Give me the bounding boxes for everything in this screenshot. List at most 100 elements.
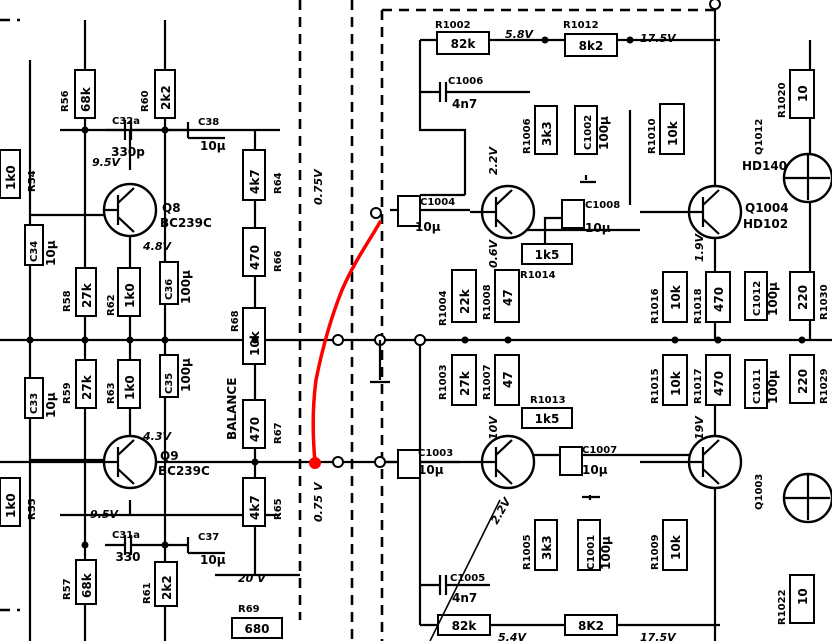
r-r1012: 8k2 R1012 [563, 20, 618, 57]
r-r64-ref: R64 [273, 172, 284, 194]
v-4-8: 4.8V [142, 240, 172, 253]
c-c32: 330p C32a [105, 116, 175, 159]
r-r1009-ref: R1009 [650, 534, 661, 570]
r-r1015-ref: R1015 [650, 368, 661, 404]
q-q1012-ref: Q1012 [754, 119, 765, 155]
r-r1007-value: 47 [501, 371, 515, 388]
r-r62: 1k0 R62 [106, 267, 141, 317]
r-r1030-value: 220 [796, 285, 810, 310]
r-r1002-ref: R1002 [435, 20, 471, 31]
c-c31-ref: C31a [112, 530, 140, 541]
v-17-5-top: 17.5V [640, 32, 677, 45]
r-bottom-8k2: 8K2 [564, 614, 618, 636]
r-r64-value: 4k7 [248, 169, 262, 194]
r-bottom-82k: 82k [437, 614, 491, 636]
r-r1014-ref: R1014 [520, 270, 556, 281]
c-c37: 10µ C37 [175, 532, 226, 567]
c-c1011-value: 100µ [766, 370, 780, 404]
r-r56-ref: R56 [60, 90, 71, 112]
q-q1011 [782, 472, 832, 524]
q-q1012-type: HD140 [742, 159, 787, 173]
r-r60-value: 2k2 [159, 85, 173, 110]
r-r1006-value: 3k3 [540, 121, 554, 146]
r-r1029: 220 R1029 [789, 354, 830, 404]
r-r67-ref: R67 [273, 422, 284, 444]
r-r63: 1k0 R63 [106, 359, 141, 409]
r-r57-value: 68k [80, 572, 94, 598]
q-q1001 [470, 434, 536, 490]
r-r1014: 1k5 R1014 [520, 243, 573, 281]
c-c34-value: 10µ [44, 240, 58, 266]
c-c1012: 100µ C1012 [744, 271, 780, 321]
r-r1020-ref: R1020 [777, 82, 788, 118]
r-r1010-value: 10k [666, 120, 680, 146]
v-0-6: 0.6V [487, 239, 500, 268]
c-c32-value: 330p [111, 145, 145, 159]
c-c1004-ref: C1004 [420, 197, 455, 208]
c-c33: 10µ C33 [24, 377, 58, 419]
voltage-labels: 9.5V 4.8V 4.3V 9.5V 20 V 0.75V 0.75 V 5.… [90, 28, 706, 641]
c-c1008-value: 10µ [585, 221, 611, 235]
r-r1018-ref: R1018 [693, 288, 704, 324]
r-r1022-ref: R1022 [777, 589, 788, 625]
r-r1009: 10k R1009 [650, 519, 688, 571]
r-r1018-value: 470 [712, 287, 726, 312]
ground-symbols [370, 175, 600, 641]
c-c37-value: 10µ [200, 553, 226, 567]
v-20: 20 V [238, 572, 267, 585]
r-r1012-value: 8k2 [579, 39, 604, 53]
r-r1010-ref: R1010 [647, 118, 658, 154]
r-r1004: 22k R1004 [438, 269, 477, 326]
r-r1015: 10k R1015 [650, 354, 688, 406]
c-c31-value: 330 [115, 550, 140, 564]
r-r66-ref: R66 [273, 250, 284, 272]
left-wires [28, 20, 257, 641]
r-r61-ref: R61 [142, 582, 153, 604]
balance-label: BALANCE [225, 378, 239, 440]
r-r59-ref: R59 [62, 382, 73, 404]
c-c1011-ref: C1011 [752, 369, 763, 404]
v-4-3: 4.3V [142, 430, 172, 443]
r-r1013-value: 1k5 [535, 412, 560, 426]
r-r59-value: 27k [80, 374, 94, 400]
r-r54: 1k0 R54 [0, 149, 38, 199]
q-q8-type: BC239C [160, 216, 212, 230]
v-19: 19V [693, 415, 706, 440]
r-r1030: 220 R1030 [789, 271, 830, 321]
c-c35-ref: C35 [164, 373, 175, 394]
r-r58: 27k R58 [62, 267, 97, 317]
q-q9: Q9 BC239C [102, 434, 210, 490]
r-r1008-ref: R1008 [482, 284, 493, 320]
r-r1015-value: 10k [669, 370, 683, 396]
r-r1017-value: 470 [712, 371, 726, 396]
r-r63-ref: R63 [106, 382, 117, 404]
r-r1022-value: 10 [796, 588, 810, 605]
r-r1008: 47 R1008 [482, 269, 520, 323]
r-r1013-ref: R1013 [530, 395, 566, 406]
r-r60: 2k2 R60 [140, 69, 176, 119]
r-r64: 4k7 R64 [242, 149, 284, 201]
r-r61: 2k2 R61 [142, 561, 178, 607]
q-q1003: Q1003 [640, 434, 765, 510]
r-r1018: 470 R1018 [693, 271, 731, 324]
r-r68-ref: R68 [230, 310, 241, 332]
c-c1006: 4n7 C1006 [420, 76, 530, 111]
q-q1004-ref: Q1004 [745, 201, 789, 215]
r-r65: 4k7 R65 [242, 477, 284, 527]
r-r67: 470 R67 [242, 399, 284, 449]
r-r69-value: 680 [244, 622, 269, 636]
r-r1030-ref: R1030 [819, 284, 830, 320]
v-5-8: 5.8V [505, 28, 534, 41]
c-c1001-value: 100µ [599, 536, 613, 570]
r-r61-value: 2k2 [160, 575, 174, 600]
r-r1016-ref: R1016 [650, 288, 661, 324]
r-r68: 10k R68 [230, 307, 266, 365]
r-r1020-value: 10 [796, 85, 810, 102]
r-r54-ref: R54 [27, 170, 38, 192]
r-r1003: 27k R1003 [438, 354, 477, 406]
r-r1016: 10k R1016 [650, 271, 688, 324]
c-c1007-value: 10µ [582, 463, 608, 477]
r-r1010: 10k R1010 [647, 103, 685, 155]
c-c1002: 100µ C1002 [574, 105, 611, 155]
c-c1004: 10µ C1004 [397, 195, 455, 234]
